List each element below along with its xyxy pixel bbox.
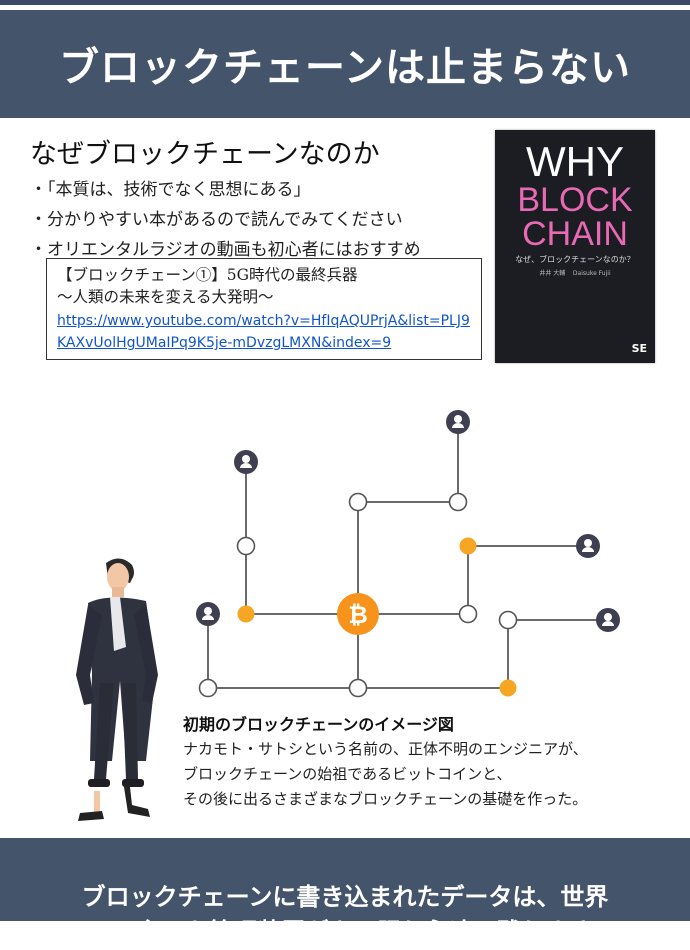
- publisher-logo: SE: [631, 342, 647, 355]
- video-link[interactable]: https://www.youtube.com/watch?v=HfIqAQUP…: [57, 313, 470, 351]
- top-rule: [0, 0, 690, 5]
- footer-text: ブロックチェーンに書き込まれたデータは、世界 に1台でも管理装置がある限り永遠に…: [81, 883, 609, 946]
- bullet-item: オリエンタルラジオの動画も初心者にはおすすめ: [30, 235, 421, 265]
- page-header: ブロックチェーンは止まらない: [0, 10, 690, 118]
- network-node: [198, 678, 218, 698]
- network-node-highlight: [499, 679, 517, 697]
- user-icon: [576, 534, 600, 558]
- network-node: [498, 610, 518, 630]
- network-node: [448, 492, 468, 512]
- bullet-item: 分かりやすい本があるので読んでみてください: [30, 205, 421, 235]
- svg-text:₿: ₿: [348, 601, 368, 629]
- book-author: 井井 大輔 Daisuke Fujii: [539, 270, 611, 277]
- book-cover-word: CHAIN: [522, 215, 628, 253]
- network-edge: [207, 614, 508, 689]
- user-icon: [596, 608, 620, 632]
- bullet-item: 「本質は、技術でなく思想にある」: [30, 175, 421, 205]
- illustration-caption-body: ナカモト・サトシという名前の、正体不明のエンジニアが、 ブロックチェーンの始祖で…: [183, 740, 588, 808]
- network-edge: [358, 422, 459, 503]
- book-cover-image: WHY BLOCK CHAIN なぜ、ブロックチェーンなのか？ 井井 大輔 Da…: [495, 130, 655, 363]
- network-edge: [245, 462, 358, 615]
- network-node: [348, 678, 368, 698]
- user-icon: [446, 410, 470, 434]
- network-node: [236, 536, 256, 556]
- book-cover-word: WHY: [526, 138, 624, 185]
- illustration-caption-title: 初期のブロックチェーンのイメージ図: [183, 715, 454, 734]
- blockchain-network-illustration: ₿: [196, 410, 620, 698]
- bitcoin-icon: ₿: [337, 593, 379, 635]
- video-title: 【ブロックチェーン①】5G時代の最終兵器 〜人類の未来を変える大発明〜: [57, 266, 358, 306]
- page-footer: ブロックチェーンに書き込まれたデータは、世界 に1台でも管理装置がある限り永遠に…: [0, 838, 690, 946]
- network-node-highlight: [237, 605, 255, 623]
- businessman-illustration: [76, 558, 158, 821]
- network-node-highlight: [459, 537, 477, 555]
- user-icon: [234, 450, 258, 474]
- network-node: [348, 492, 368, 512]
- book-subtitle: なぜ、ブロックチェーンなのか？: [515, 255, 635, 264]
- network-node: [458, 604, 478, 624]
- network-edge: [358, 545, 588, 615]
- book-cover-word: BLOCK: [517, 181, 633, 219]
- network-edge: [507, 619, 608, 688]
- user-icon: [196, 602, 220, 626]
- page-title: ブロックチェーンは止まらない: [59, 45, 631, 91]
- video-reference-box: 【ブロックチェーン①】5G時代の最終兵器 〜人類の未来を変える大発明〜 http…: [46, 258, 482, 360]
- section-title: なぜブロックチェーンなのか: [30, 139, 380, 170]
- network-nodes: [198, 492, 518, 698]
- bullet-list: 「本質は、技術でなく思想にある」 分かりやすい本があるので読んでみてください オ…: [30, 175, 421, 265]
